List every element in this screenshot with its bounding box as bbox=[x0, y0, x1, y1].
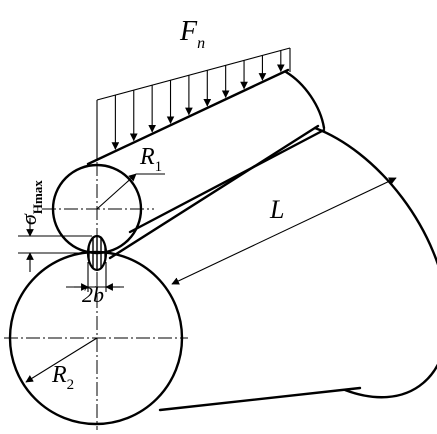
radius2-leader bbox=[25, 337, 98, 383]
small-cylinder-bottom-edge bbox=[128, 128, 326, 234]
radius2-label: R2 bbox=[51, 362, 74, 393]
load-frame-top bbox=[96, 47, 291, 101]
radius1-label: R1 bbox=[139, 144, 162, 175]
large-cylinder-bottom-edge bbox=[158, 386, 362, 412]
distributed-load bbox=[96, 47, 291, 160]
small-cylinder-top-edge bbox=[86, 68, 290, 166]
small-cylinder-far-end bbox=[284, 70, 326, 130]
stress-label: σHmax bbox=[16, 180, 45, 225]
length-label: L bbox=[269, 195, 284, 224]
length-dimension-line bbox=[171, 177, 397, 285]
large-cylinder-far-end bbox=[313, 126, 437, 399]
radius1-leader bbox=[96, 173, 137, 210]
stress-dimension bbox=[18, 218, 92, 272]
load-label: Fn bbox=[179, 16, 205, 52]
contact-width-label: 2b bbox=[82, 282, 104, 307]
load-arrows bbox=[111, 50, 285, 150]
